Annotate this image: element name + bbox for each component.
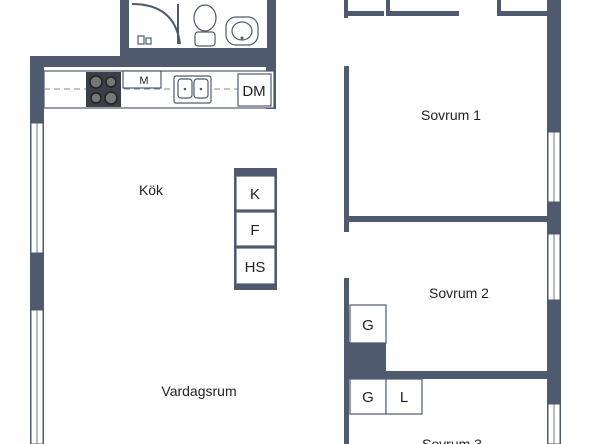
bathroom-wall-bottom (120, 48, 276, 58)
window-left-lower (30, 309, 44, 444)
wardrobe-a-label: G (362, 317, 374, 334)
freezer-box (235, 211, 276, 247)
microwave-box (122, 70, 162, 89)
fridge-box (235, 175, 276, 211)
windows (30, 122, 561, 444)
sink-icon (173, 75, 212, 104)
top-wall-stub-3 (386, 0, 390, 16)
bedroom2-bedroom3-wall (344, 371, 554, 379)
bedroom1-left-wall (344, 66, 349, 232)
window-right-1 (547, 131, 561, 203)
room-label-kitchen: Kök (139, 182, 164, 198)
bathroom (131, 3, 259, 47)
top-wall-stub-1 (344, 0, 348, 18)
tall-cabinet-box (235, 247, 276, 285)
microwave-label: M (139, 75, 148, 87)
fridge-label: K (250, 186, 260, 203)
wardrobe-b-label: G (362, 389, 374, 406)
linen-label: L (400, 389, 408, 406)
appliance-column: K F HS (234, 168, 277, 290)
dishwasher-label: DM (242, 83, 265, 100)
wardrobe-a-box (349, 304, 387, 344)
walls (30, 0, 561, 444)
room-label-bedroom3: Sovrum 3 (422, 436, 482, 444)
room-label-bedroom1: Sovrum 1 (421, 107, 481, 123)
window-right-2 (547, 233, 561, 301)
bathroom-wall-right (267, 0, 276, 58)
room-label-living: Vardagsrum (161, 383, 236, 399)
bedroom1-bedroom2-wall (344, 216, 554, 222)
shower-fixture-2 (145, 37, 152, 45)
top-wall-stub-5 (497, 0, 501, 16)
freezer-label: F (250, 222, 259, 239)
top-wall-stub-4 (386, 11, 459, 16)
tall-cabinet-label: HS (245, 259, 266, 276)
top-wall-stub-2 (344, 11, 384, 16)
room-labels: Kök Vardagsrum Sovrum 1 Sovrum 2 Sovrum … (139, 107, 489, 444)
dishwasher-box (237, 73, 272, 107)
closets: G G L (349, 304, 423, 415)
stove-icon (86, 72, 121, 107)
room-label-bedroom2: Sovrum 2 (429, 285, 489, 301)
washbasin-icon (225, 16, 259, 46)
window-left-upper (30, 122, 44, 254)
kitchen-top-wall (30, 56, 276, 67)
wardrobe-b-box (349, 378, 387, 415)
linen-box (385, 378, 423, 415)
toilet-icon (193, 4, 217, 47)
bathroom-wall-left (120, 0, 129, 58)
top-wall-stub-6 (497, 11, 549, 16)
window-right-3 (547, 403, 561, 444)
shower-fixture (137, 35, 145, 45)
kitchen-counter: M DM (43, 70, 275, 109)
